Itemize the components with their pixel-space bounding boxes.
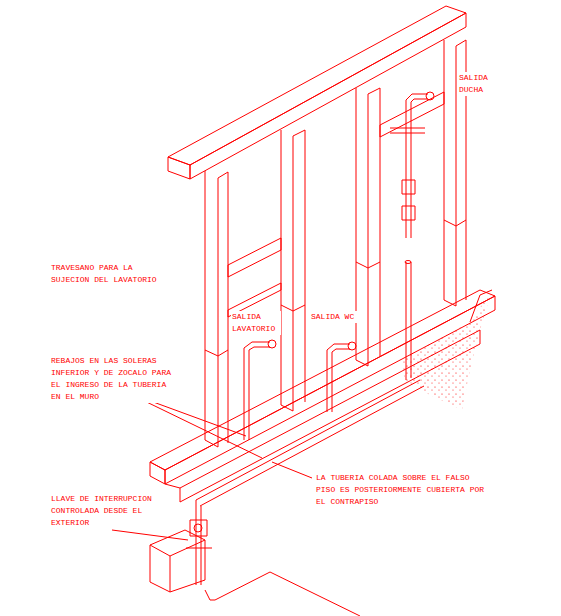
studs [205,40,466,447]
ground-line [205,590,215,600]
shutoff-valve [150,520,212,592]
annotation-label: TRAVESANO PARA LA SUJECION DEL LAVATORIO [50,262,165,286]
pipes [196,92,434,585]
annotation-label: SALIDA LAVATORIO [231,311,281,335]
annotation-label: LLAVE DE INTERRUPCION CONTROLADA DESDE E… [50,493,155,529]
noggings [228,92,444,317]
annotation-label: REBAJOS EN LAS SOLERAS INFERIOR Y DE ZOC… [50,355,174,403]
top-plate [168,6,466,179]
bottom-plate [150,290,495,502]
annotation-label: SALIDA WC [310,311,358,323]
annotation-label: LA TUBERIA COLADA SOBRE EL FALSO PISO ES… [315,472,487,508]
annotation-label: SALIDA DUCHA [458,72,496,96]
ground-line [215,572,360,616]
